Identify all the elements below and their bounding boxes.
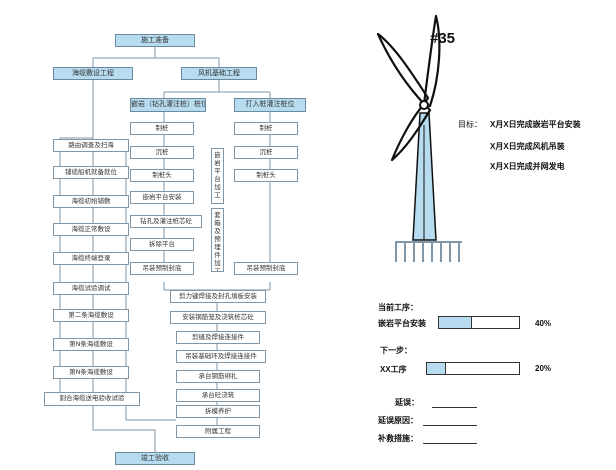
next-progress-text: 20%	[535, 364, 552, 373]
cable-step: 割合海缆送电验收试验	[44, 392, 140, 406]
cable-step: 海缆终端登录	[53, 252, 129, 265]
common-step: 剪缝及焊接连接件	[176, 331, 260, 344]
delay-reason-label: 延误原因：	[378, 416, 418, 425]
driven-pile-step: 制桩	[234, 122, 298, 135]
flow-cable-branch: 海缆敷设工程	[53, 67, 133, 80]
drilled-pile-step: 制桩头	[130, 169, 194, 182]
current-progress-fill	[439, 317, 472, 328]
drilled-pile-step: 制桩	[130, 122, 194, 135]
driven-pile-step: 吊装预制封底	[234, 262, 298, 275]
current-progress-bar	[438, 316, 520, 329]
current-progress-text: 40%	[535, 319, 552, 328]
cable-step: 路由调查及扫海	[53, 139, 129, 152]
remedy-field[interactable]	[423, 443, 477, 444]
next-step-label: 下一步：	[380, 346, 412, 355]
drilled-pile-step: 拆除平台	[130, 238, 194, 251]
cable-step: 第N条海缆敷设	[53, 338, 129, 351]
goal-item: X月X日完成风机吊装	[490, 142, 565, 151]
current-step-name: 嵌岩平台安装	[378, 319, 426, 328]
common-step: 吊装基础环及焊接连接件	[176, 350, 266, 363]
next-step-name: XX工序	[380, 365, 407, 374]
common-step: 拆模养护	[176, 405, 260, 418]
goal-item: X月X日完成嵌岩平台安装	[490, 120, 581, 129]
flow-foundation-branch: 风机基础工程	[181, 67, 257, 80]
cable-step: 海缆正常敷设	[53, 223, 129, 236]
drilled-pile-step: 钻孔及灌注桩芯砼	[130, 215, 202, 228]
drilled-pile-step: 吊装预制封底	[130, 262, 194, 275]
cable-step: 第N条海缆敷设	[53, 366, 129, 379]
cable-step: 海缆试验调试	[53, 282, 129, 295]
delay-label: 延误：	[395, 398, 419, 407]
common-step: 承台钢筋绑扎	[176, 370, 260, 383]
next-progress-fill	[427, 363, 447, 374]
common-step: 剪力键焊接及封孔填板安装	[170, 290, 266, 303]
turbine-blades	[376, 14, 441, 162]
cable-step: 第二条海缆敷设	[53, 309, 129, 322]
cable-step: 海缆初始铺敷	[53, 195, 129, 208]
goal-item: X月X日完成并网发电	[490, 162, 565, 171]
cable-step: 铺缆船机就备就位	[53, 166, 129, 179]
flow-end: 竣工验收	[115, 452, 195, 465]
steel-fabrication: 套箱及预埋件加工	[211, 208, 224, 272]
common-step: 承台砼浇筑	[176, 389, 260, 402]
driven-pile-step: 沉桩	[234, 146, 298, 159]
goal-label: 目标：	[458, 120, 482, 129]
turbine-foundation	[395, 241, 462, 262]
flow-drilled-pile-branch: 嵌岩（钻孔灌注桩）桩位	[130, 98, 206, 112]
platform-fabrication: 嵌岩平台加工	[211, 148, 224, 204]
turbine-hub	[419, 100, 429, 110]
driven-pile-step: 制桩头	[234, 169, 298, 182]
turbine-number: #35	[430, 30, 456, 47]
drilled-pile-step: 沉桩	[130, 146, 194, 159]
flow-start: 施工准备	[115, 34, 195, 47]
delay-field[interactable]	[432, 407, 477, 408]
delay-reason-field[interactable]	[423, 425, 477, 426]
auxiliary-works: 附属工程	[176, 425, 260, 438]
flow-driven-pile-branch: 打入桩灌注桩位	[234, 98, 306, 112]
current-step-label: 当前工序：	[378, 303, 418, 312]
common-step: 安装钢筋笼及浇筑桩芯砼	[170, 311, 266, 324]
next-progress-bar	[426, 362, 520, 375]
drilled-pile-step: 嵌岩平台安装	[130, 191, 194, 204]
remedy-label: 补救措施：	[378, 434, 418, 443]
turbine-tower	[412, 112, 437, 241]
